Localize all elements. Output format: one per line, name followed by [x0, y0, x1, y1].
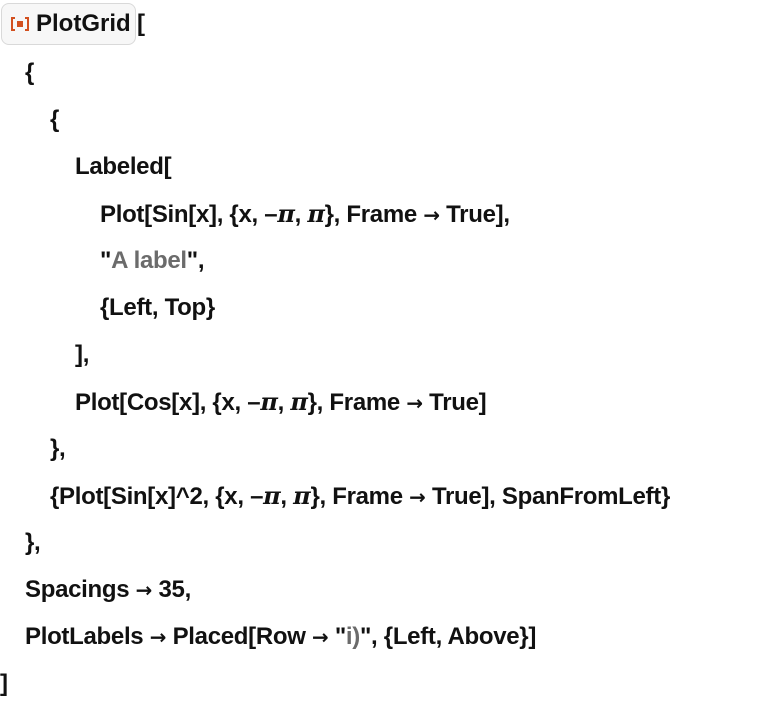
code-line-10: {Plot[Sin[x]^2, {x, –π, π}, Frame → True…	[50, 481, 670, 510]
code-line-14: ]	[0, 664, 8, 704]
code-line-11: },	[25, 529, 41, 556]
code-line-12: Spacings → 35,	[25, 576, 191, 603]
code-line-7: ],	[75, 341, 90, 368]
pi-symbol: π	[260, 387, 278, 416]
code-line-4: Plot[Sin[x], {x, –π, π}, Frame → True],	[100, 199, 510, 228]
string-literal: A label	[111, 247, 187, 274]
pi-symbol: π	[263, 481, 281, 510]
close-bracket: ]	[0, 670, 8, 697]
pi-symbol: π	[277, 199, 295, 228]
rule-arrow-icon: →	[409, 485, 426, 509]
code-line-5: "A label",	[100, 247, 205, 274]
code-line-2: {	[50, 106, 60, 133]
rule-arrow-icon: →	[423, 203, 440, 227]
plotgrid-function-button[interactable]: PlotGrid	[1, 3, 136, 45]
pi-symbol: π	[290, 387, 308, 416]
function-name: PlotGrid	[36, 10, 131, 37]
code-line-1: {	[25, 59, 35, 86]
wolfram-function-icon	[10, 14, 30, 34]
rule-arrow-icon: →	[406, 391, 423, 415]
open-bracket: [	[137, 10, 145, 37]
code-line-6: {Left, Top}	[100, 294, 215, 321]
rule-arrow-icon: →	[135, 578, 153, 602]
code-line-9: },	[50, 435, 66, 462]
rule-arrow-icon: →	[311, 625, 329, 649]
code-line-3: Labeled[	[75, 153, 172, 180]
code-line-8: Plot[Cos[x], {x, –π, π}, Frame → True]	[75, 387, 487, 416]
pi-symbol: π	[307, 199, 325, 228]
rule-arrow-icon: →	[149, 625, 167, 649]
string-literal: i)	[345, 623, 360, 650]
pi-symbol: π	[293, 481, 311, 510]
code-line-13: PlotLabels → Placed[Row → "i)", {Left, A…	[25, 623, 537, 650]
